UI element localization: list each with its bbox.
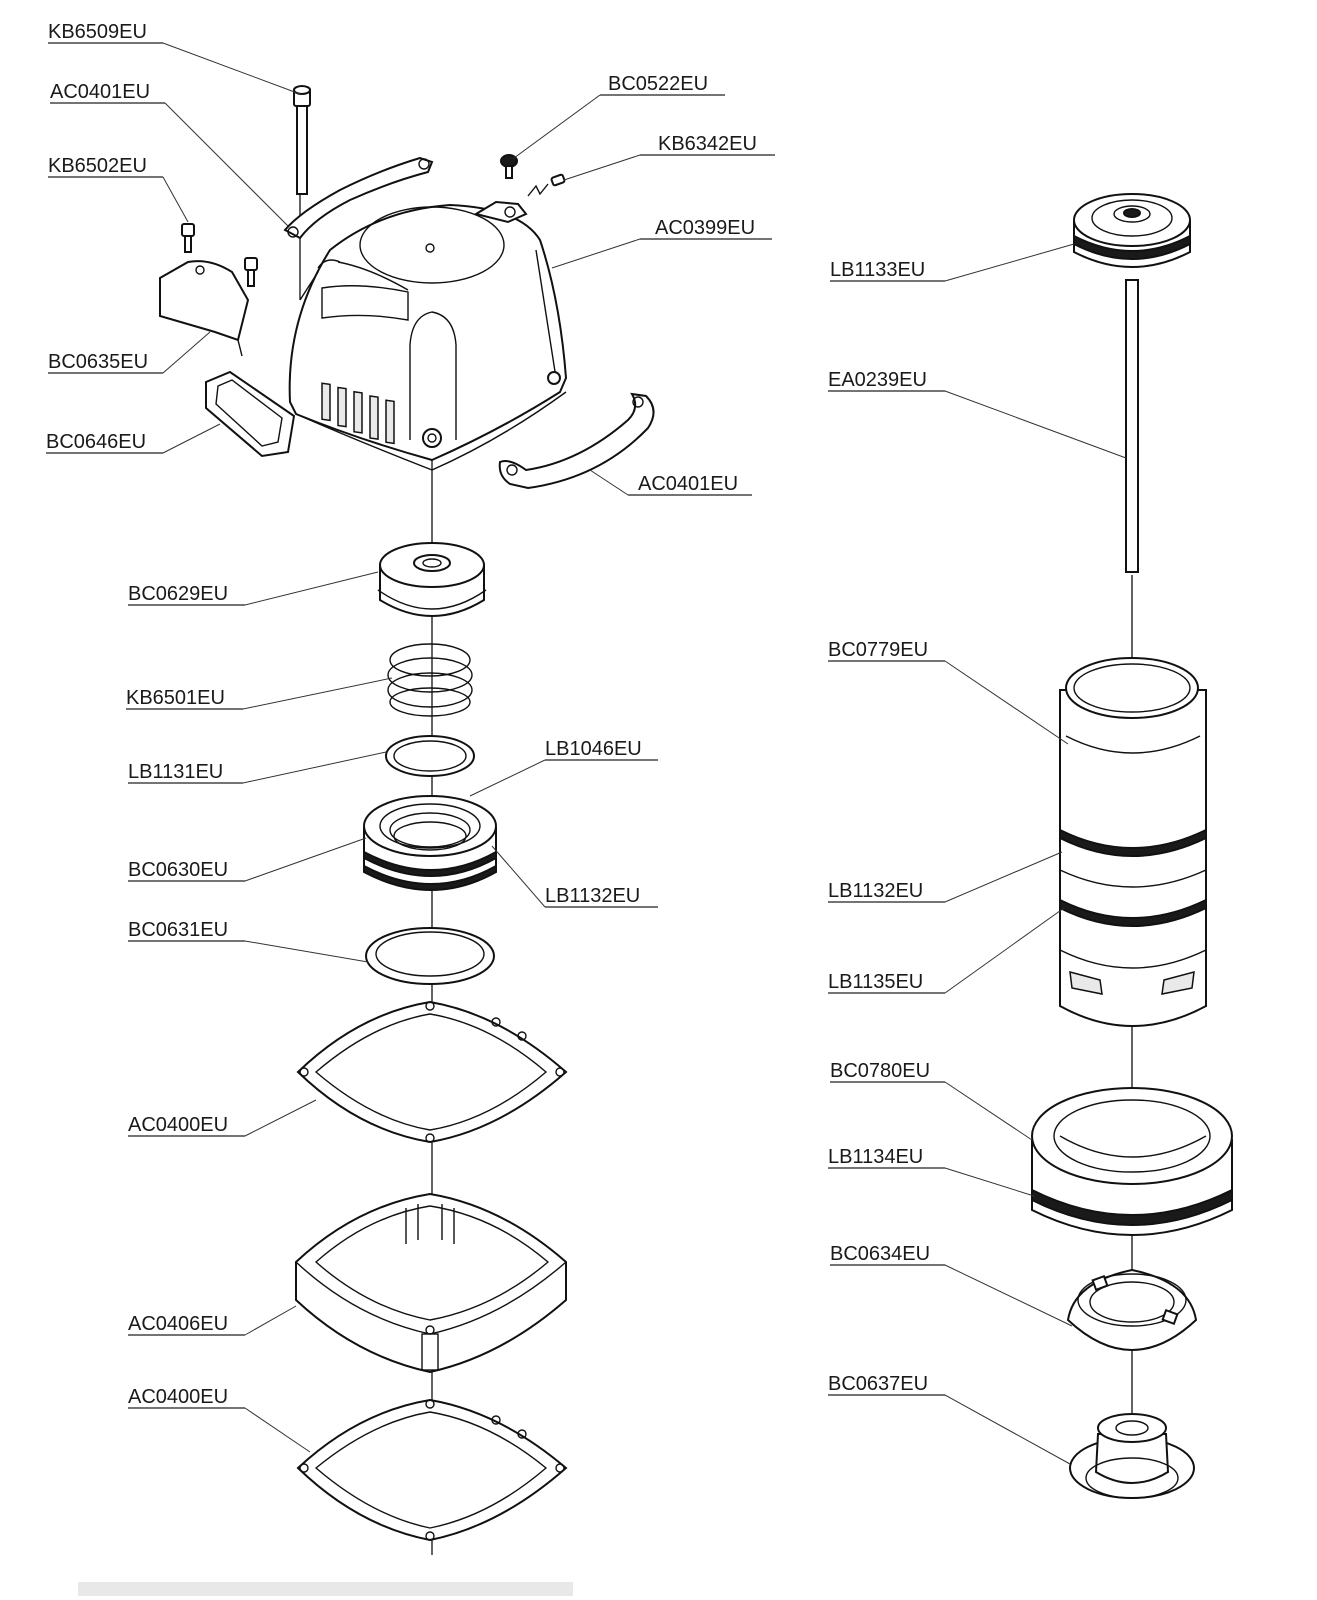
callout-leader-line [944,1081,1033,1141]
part-bc0635eu-cover-plate [159,260,250,357]
part-ac0401eu-upper-clip [283,156,434,240]
callout-label-bc0631eu: BC0631EU [128,919,228,941]
part-labels: KB6509EU AC0401EU BC0522EU KB6342EU KB6502EU… [46,21,1127,1465]
callout-label-bc0635eu: BC0635EU [48,351,148,373]
callout-leader-line [162,42,301,95]
callout-leader-line [244,1099,317,1137]
callout-leader-line [944,1167,1035,1197]
part-bc0646eu-rect-seal [205,370,296,458]
callout-leader-line [944,851,1063,903]
callout-leader-line [162,331,211,374]
callout-leader-line [944,1394,1071,1465]
part-bc0630eu-piston [363,795,497,891]
callout-label-ea0239eu: EA0239EU [828,369,927,391]
callout-leader-line [513,94,601,159]
callout-leader-line [944,390,1127,459]
part-ac0400eu-gasket-upper [296,1000,568,1144]
part-bc0629eu-cap [377,542,487,617]
callout-label-kb6509eu: KB6509EU [48,21,147,43]
callout-label-kb6501eu: KB6501EU [126,687,225,709]
callout-leader-line [244,837,367,882]
callout-label-bc0629eu: BC0629EU [128,583,228,605]
callout-leader-line [944,907,1065,994]
callout-leader-line [551,238,641,269]
part-ac0406eu-frame [295,1192,567,1374]
callout-label-lb1135eu: LB1135EU [828,971,923,993]
callout-label-lb1134eu: LB1134EU [828,1146,923,1168]
part-ac0400eu-gasket-lower [296,1398,568,1542]
callout-label-ac0400eu: AC0400EU [128,1386,228,1408]
callout-label-kb6502eu: KB6502EU [48,155,147,177]
callout-leader-line [944,1264,1073,1327]
part-kb6342eu-pin [527,173,566,197]
callout-label-ac0406eu: AC0406EU [128,1313,228,1335]
callout-label-lb1131eu: LB1131EU [128,761,223,783]
part-bc0631eu-ring [365,927,495,985]
callout-label-bc0779eu: BC0779EU [828,639,928,661]
part-kb6502eu-screws [181,223,258,287]
callout-label-bc0646eu: BC0646EU [46,431,146,453]
part-lb1133eu-valve-head [1073,193,1191,268]
footer-bar [78,1582,573,1596]
callout-leader-line [242,677,393,710]
part-bc0780eu-base [1031,1087,1233,1236]
callout-label-bc0637eu: BC0637EU [828,1373,928,1395]
callout-leader-line [944,660,1069,745]
part-kb6501eu-spring [387,643,473,717]
callout-label-lb1133eu: LB1133EU [830,259,925,281]
callout-label-ac0401eu: AC0401EU [50,81,150,103]
part-bc0634eu-collar [1066,1268,1198,1351]
callout-label-kb6342eu: KB6342EU [658,133,757,155]
part-ac0399eu-housing [288,200,568,471]
callout-label-ac0401eu: AC0401EU [638,473,738,495]
part-ac0401eu-lower-clip [498,392,655,490]
part-lb1131eu-oring [385,735,475,777]
callout-leader-line [244,571,379,606]
callout-leader-line [469,759,546,797]
part-bc0522eu-knob [500,154,518,179]
callout-label-lb1132eu: LB1132EU [828,880,923,902]
callout-leader-line [563,154,641,181]
callout-leader-line [944,243,1075,282]
callout-leader-line [162,423,221,454]
callout-leader-line [491,845,546,908]
callout-leader-line [242,751,387,784]
callout-leader-line [162,176,189,223]
callout-label-ac0400eu: AC0400EU [128,1114,228,1136]
callout-leader-line [164,102,289,227]
callout-label-bc0522eu: BC0522EU [608,73,708,95]
part-bc0779eu-cylinder [1059,657,1207,1027]
callout-label-bc0780eu: BC0780EU [830,1060,930,1082]
callout-label-bc0630eu: BC0630EU [128,859,228,881]
part-kb6509eu-long-screw [293,85,311,195]
callout-leader-line [244,1407,311,1453]
callout-label-ac0399eu: AC0399EU [655,217,755,239]
callout-leader-line [589,469,629,496]
callout-leader-line [244,940,369,963]
callout-label-lb1132eu: LB1132EU [545,885,640,907]
callout-label-bc0634eu: BC0634EU [830,1243,930,1265]
part-ea0239eu-rod [1125,279,1139,573]
callout-leader-line [244,1305,297,1336]
callout-label-lb1046eu: LB1046EU [545,738,642,760]
part-bc0637eu-nozzle [1069,1413,1195,1499]
